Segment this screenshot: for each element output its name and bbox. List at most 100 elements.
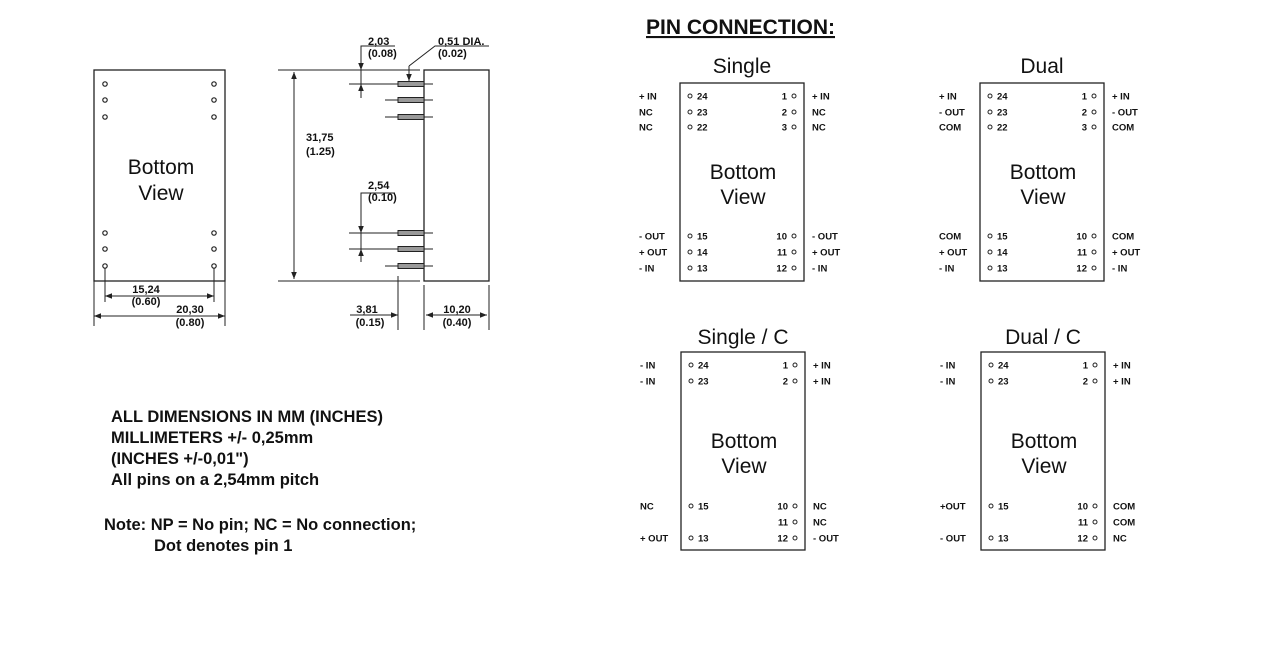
pin-number-left: 15 xyxy=(697,232,708,243)
note-line: ALL DIMENSIONS IN MM (INCHES) xyxy=(111,408,383,426)
pin-function-right: + IN xyxy=(1113,377,1131,388)
pin-function-left: - IN xyxy=(940,377,955,388)
pin-dot xyxy=(1091,249,1097,255)
bottom-view-outline: Bottom View 15,24 (0.60) 20,30 (0.80) xyxy=(93,69,226,329)
dimension-notes: ALL DIMENSIONS IN MM (INCHES) MILLIMETER… xyxy=(104,408,416,555)
pin-number-left: 13 xyxy=(697,264,708,275)
pin-dot xyxy=(102,97,108,103)
bottom-view-label: View xyxy=(138,182,184,205)
bottom-view-label: Bottom xyxy=(711,430,778,453)
pin-dot xyxy=(687,109,693,115)
dim-height-in: (1.25) xyxy=(306,146,335,158)
pin-function-left: NC xyxy=(639,108,653,119)
pin-function-right: NC xyxy=(812,108,826,119)
pin-function-right: COM xyxy=(1113,502,1135,513)
pin-number-left: 22 xyxy=(697,123,708,134)
bottom-view-label: Bottom xyxy=(710,161,777,184)
pin-dot xyxy=(688,535,694,541)
side-view-outline: 31,75 (1.25) 2,03 (0.08) 0,51 DIA. (0.02… xyxy=(278,36,490,330)
pin-dot xyxy=(102,230,108,236)
dim-pin-span-in: (0.60) xyxy=(132,296,161,308)
note-line: Note: NP = No pin; NC = No connection; xyxy=(104,516,416,534)
pin-dot xyxy=(791,233,797,239)
pin-number-left: 13 xyxy=(998,534,1009,545)
module-outline xyxy=(679,82,805,282)
pin-dot xyxy=(988,362,994,368)
variant-title: Dual xyxy=(1020,55,1063,78)
pin xyxy=(397,114,425,120)
pin-dot xyxy=(102,114,108,120)
variant-title: Dual / C xyxy=(1005,326,1081,349)
pin-function-right: COM xyxy=(1112,232,1134,243)
pin-function-right: - IN xyxy=(812,264,827,275)
dim-width-in: (0.80) xyxy=(176,317,205,329)
pin-dot xyxy=(988,503,994,509)
pin-dot xyxy=(102,246,108,252)
pin-number-left: 24 xyxy=(998,361,1009,372)
pin-function-left: - OUT xyxy=(639,232,665,243)
pin-function-right: + OUT xyxy=(812,248,840,259)
pin-function-left: - IN xyxy=(939,264,954,275)
pin-function-right: COM xyxy=(1113,518,1135,529)
module-outline xyxy=(680,351,806,551)
pin-function-left: + IN xyxy=(939,92,957,103)
dim-pin-len-in: (0.15) xyxy=(356,317,385,329)
pin-dot xyxy=(211,230,217,236)
pin-function-left: COM xyxy=(939,123,961,134)
pin-function-right: - OUT xyxy=(812,232,838,243)
note-line: Dot denotes pin 1 xyxy=(154,537,292,555)
pin-number-left: 23 xyxy=(997,108,1008,119)
bottom-view-label: Bottom xyxy=(1010,161,1077,184)
pin-number-right: 2 xyxy=(782,108,787,119)
bottom-view-label: View xyxy=(721,455,767,478)
dim-pitch-mm: 2,54 xyxy=(368,180,390,192)
note-line: (INCHES +/-0,01") xyxy=(111,450,249,468)
pin-dot xyxy=(1091,109,1097,115)
pin-function-right: + IN xyxy=(1112,92,1130,103)
pin-number-right: 11 xyxy=(1077,248,1088,259)
dim-width-mm: 20,30 xyxy=(176,304,204,316)
pin-dot xyxy=(211,97,217,103)
bottom-view-label: View xyxy=(1021,455,1067,478)
pin-number-right: 11 xyxy=(778,518,789,529)
pin-number-left: 24 xyxy=(997,92,1008,103)
pin-number-left: 15 xyxy=(698,502,709,513)
pin-dot xyxy=(987,93,993,99)
pin-function-right: + IN xyxy=(813,377,831,388)
pin-number-left: 13 xyxy=(698,534,709,545)
pin-function-left: +OUT xyxy=(940,502,966,513)
pin-function-left: - IN xyxy=(940,361,955,372)
pin-number-right: 1 xyxy=(783,361,789,372)
pin-dot xyxy=(791,124,797,130)
pin-function-left: NC xyxy=(640,502,654,513)
pin-dot xyxy=(1091,233,1097,239)
module-outline xyxy=(980,351,1106,551)
pin-number-right: 12 xyxy=(1076,264,1087,275)
pin-dot xyxy=(792,519,798,525)
pin-number-left: 14 xyxy=(697,248,708,259)
pin-dot xyxy=(988,535,994,541)
pin-function-right: + IN xyxy=(812,92,830,103)
pin-number-left: 24 xyxy=(698,361,709,372)
bottom-view-label: Bottom xyxy=(128,156,195,179)
pin-dot xyxy=(687,233,693,239)
pin-dot xyxy=(688,378,694,384)
pin-dot xyxy=(987,233,993,239)
pin-number-right: 3 xyxy=(1082,123,1087,134)
pin-dot xyxy=(791,93,797,99)
pin-function-left: - IN xyxy=(639,264,654,275)
pin-number-left: 24 xyxy=(697,92,708,103)
